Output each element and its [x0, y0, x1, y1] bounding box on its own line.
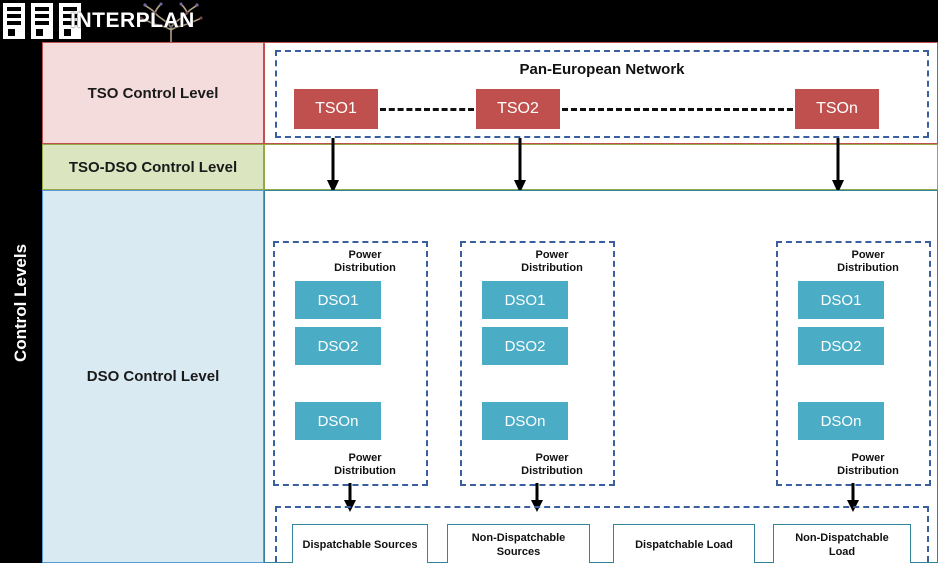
building-icon: [59, 3, 81, 39]
dso-group-3: Power Distribution DSO1 DSO2 DSOn Power …: [776, 241, 931, 486]
power-distribution-label: Power Distribution: [521, 452, 583, 477]
building-icon: [31, 3, 53, 39]
brand-title: INTERPLAN: [70, 9, 195, 32]
control-levels-sidebar: Control Levels: [0, 42, 42, 563]
arrow-down-icon: [324, 138, 342, 194]
dso-node-dso2[interactable]: DSO2: [295, 327, 381, 365]
source-box-dispatchable-load[interactable]: Dispatchable Load: [613, 524, 755, 563]
dso-node-dson[interactable]: DSOn: [798, 402, 884, 440]
level-label-tso: TSO Control Level: [42, 42, 264, 144]
tree-icon: [128, 1, 214, 42]
power-distribution-label: Power Distribution: [837, 249, 899, 274]
dso-node-dson[interactable]: DSOn: [295, 402, 381, 440]
arrow-down-icon: [511, 138, 529, 194]
network-title: Pan-European Network: [519, 61, 685, 78]
dso-node-dso1[interactable]: DSO1: [798, 281, 884, 319]
source-box-dispatchable-sources[interactable]: Dispatchable Sources: [292, 524, 428, 563]
pan-european-network-panel: Pan-European Network TSO1 TSO2 TSOn: [275, 50, 929, 138]
tso-link-2: [562, 108, 793, 111]
power-distribution-label: Power Distribution: [521, 249, 583, 274]
dso-group-2: Power Distribution DSO1 DSO2 DSOn Power …: [460, 241, 615, 486]
tso-node-tson[interactable]: TSOn: [795, 89, 879, 129]
dso-node-dso2[interactable]: DSO2: [482, 327, 568, 365]
power-distribution-label: Power Distribution: [334, 249, 396, 274]
dso-node-dso1[interactable]: DSO1: [295, 281, 381, 319]
dso-band: Power Distribution DSO1 DSO2 DSOn Power …: [264, 190, 938, 563]
diagram-content: Pan-European Network TSO1 TSO2 TSOn: [264, 42, 938, 563]
dso-group-1: Power Distribution DSO1 DSO2 DSOn Power …: [273, 241, 428, 486]
logo-bar: INTERPLAN: [0, 0, 265, 42]
tso-dso-band: [264, 144, 938, 190]
tso-node-tso1[interactable]: TSO1: [294, 89, 378, 129]
tso-node-tso2[interactable]: TSO2: [476, 89, 560, 129]
tso-band: Pan-European Network TSO1 TSO2 TSOn: [264, 42, 938, 144]
level-label-tso-dso: TSO-DSO Control Level: [42, 144, 264, 190]
arrow-down-icon: [829, 138, 847, 194]
dso-node-dso1[interactable]: DSO1: [482, 281, 568, 319]
dso-node-dson[interactable]: DSOn: [482, 402, 568, 440]
power-distribution-label: Power Distribution: [837, 452, 899, 477]
sidebar-vertical-label: Control Levels: [11, 243, 30, 362]
tso-link-1: [380, 108, 474, 111]
dso-node-dso2[interactable]: DSO2: [798, 327, 884, 365]
power-distribution-label: Power Distribution: [334, 452, 396, 477]
level-label-dso: DSO Control Level: [42, 190, 264, 563]
building-icon: [3, 3, 25, 39]
